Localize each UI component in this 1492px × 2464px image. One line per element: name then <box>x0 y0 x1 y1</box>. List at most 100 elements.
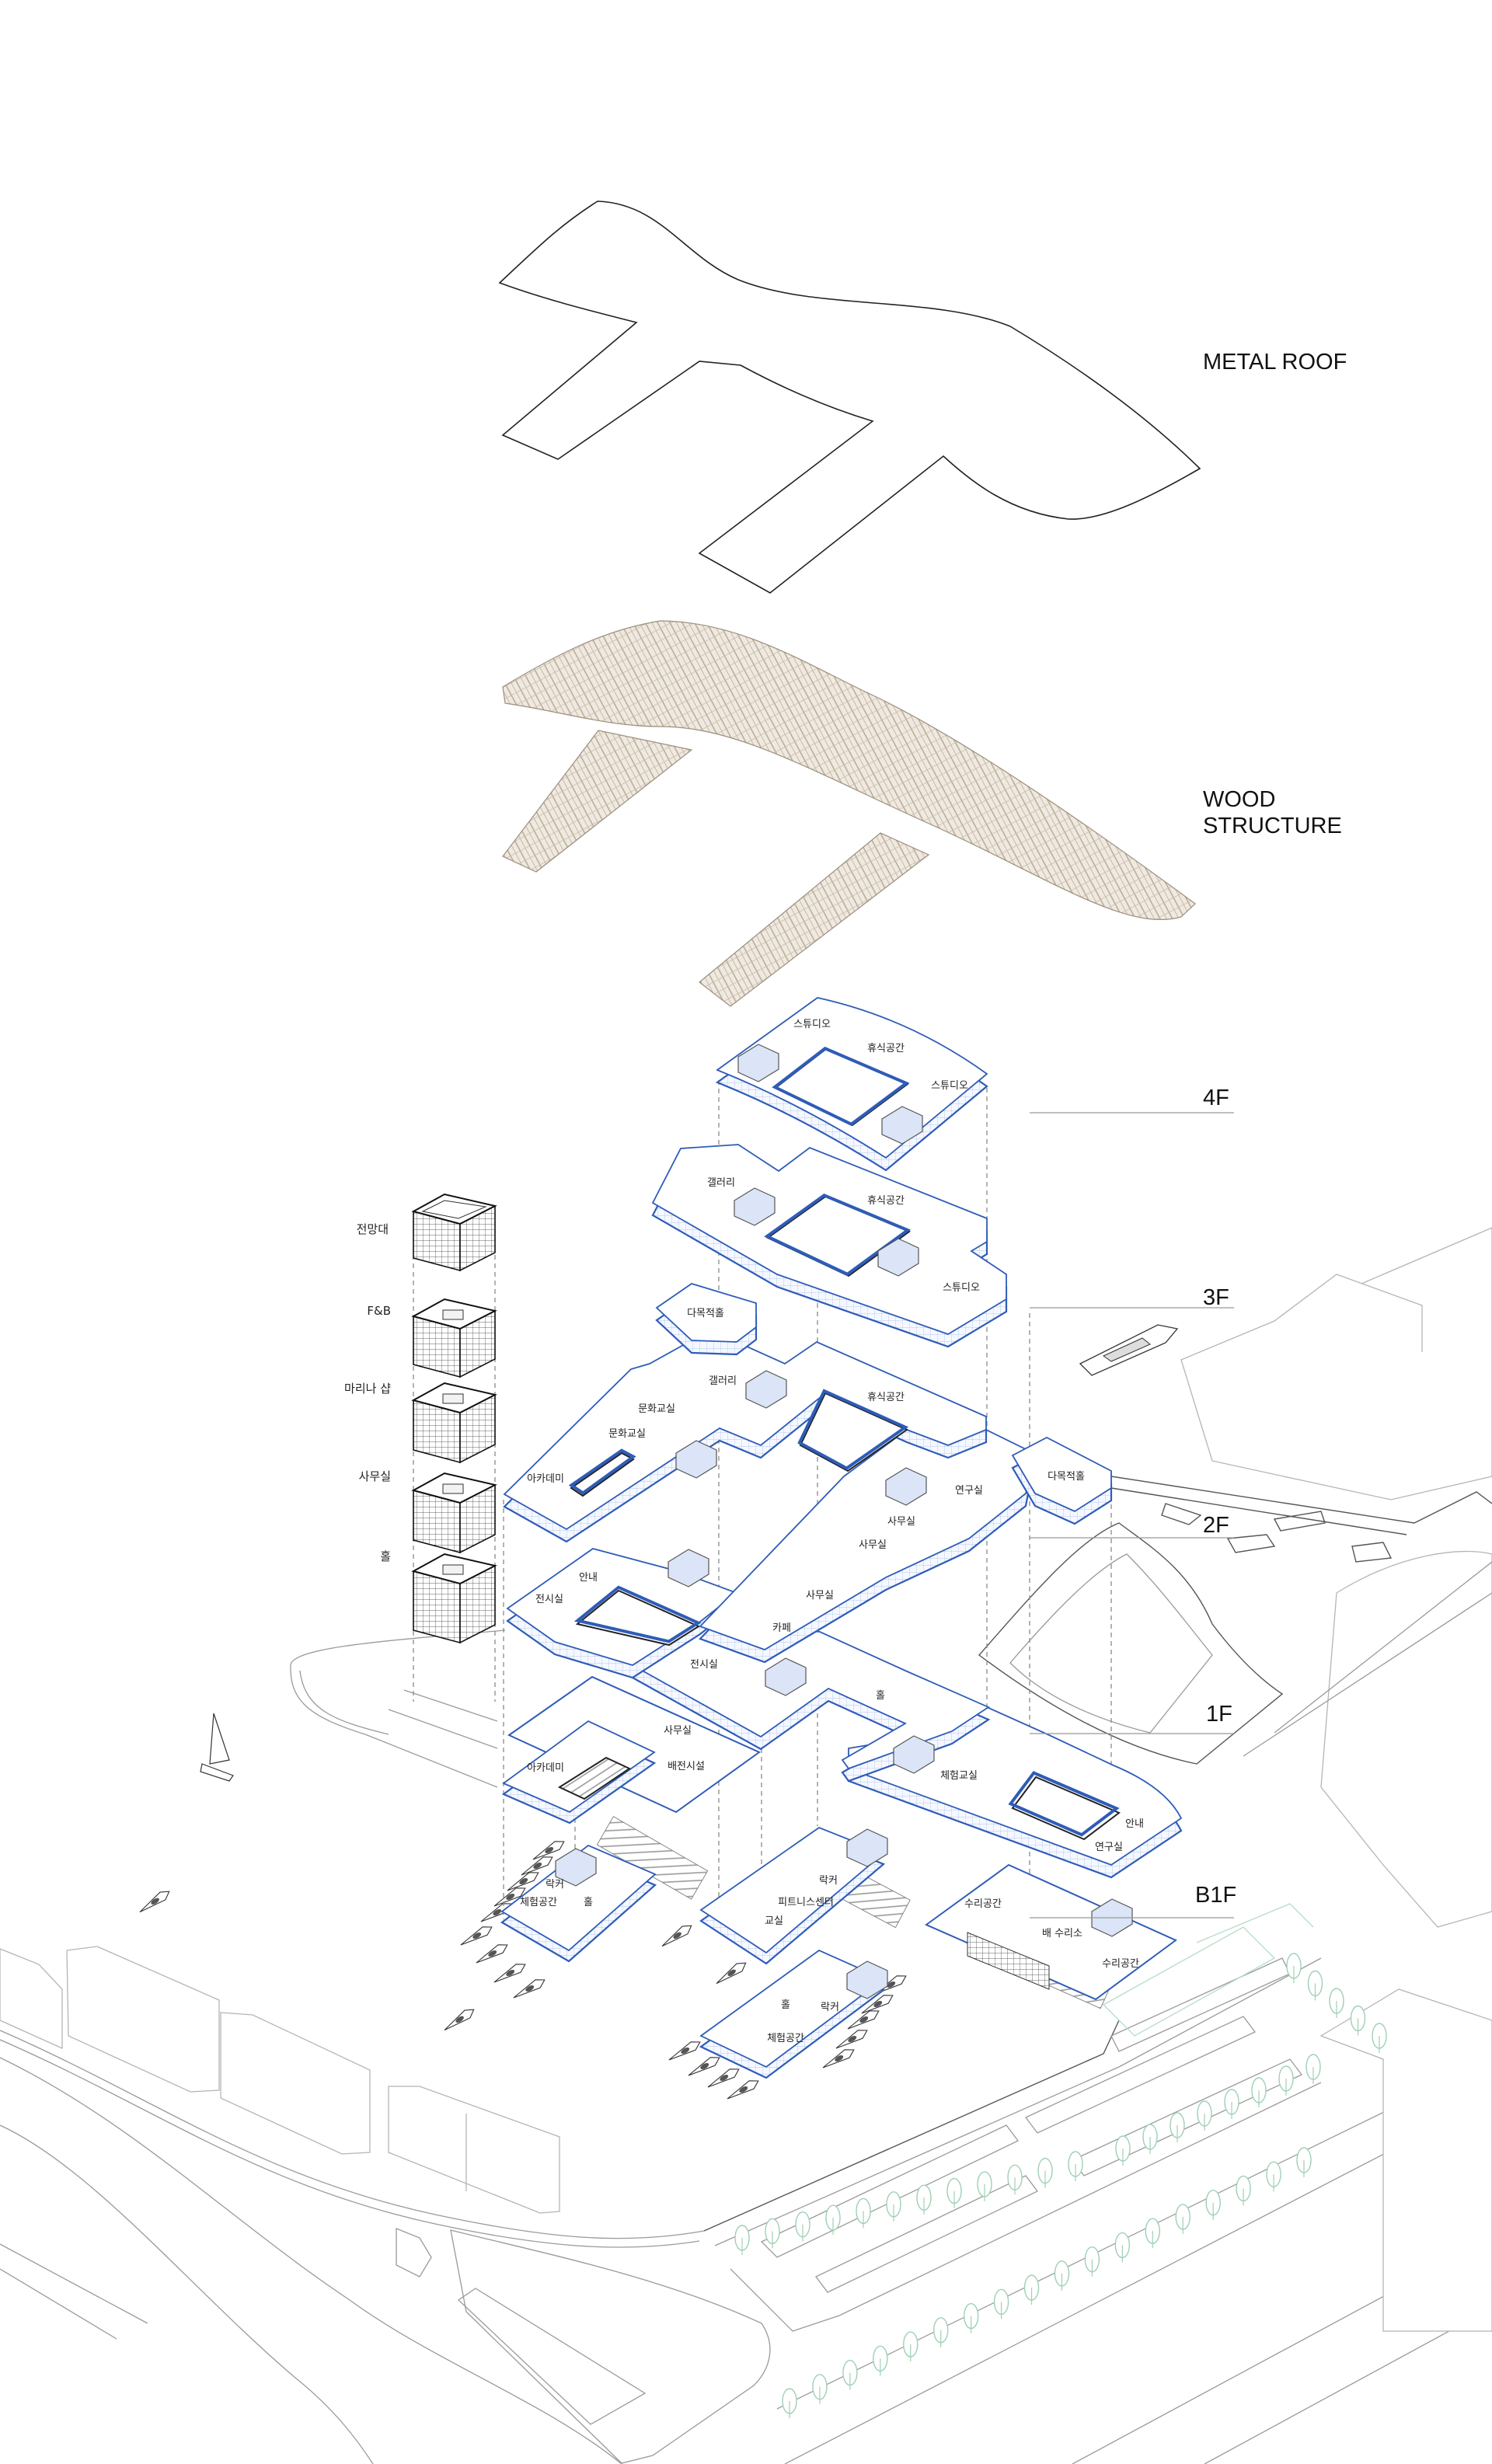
stair-core <box>668 1549 709 1587</box>
stair-void <box>557 1756 632 1800</box>
stair-core <box>846 1828 888 1867</box>
boat-cabin <box>545 1847 554 1853</box>
room-labels-b1f: 락커 체험공간 홀 락커 피트니스센터 교실 홀 락커 체험공간 수리공간 배 … <box>520 1875 1139 2044</box>
boat-icon <box>532 1841 565 1860</box>
boat-icon <box>513 1979 546 1999</box>
room-label: 배 수리소 <box>1042 1928 1082 1939</box>
boat-icon <box>661 1925 692 1947</box>
boat-cabin <box>506 1894 515 1900</box>
floor-labels: 4F 3F 2F 1F B1F <box>1030 1086 1236 1919</box>
courtyard-void <box>570 1452 635 1497</box>
room-label: 체험교실 <box>940 1770 978 1782</box>
boat-cabin <box>488 1950 497 1957</box>
boat-icon <box>493 1887 526 1907</box>
room-label: 체험공간 <box>520 1897 557 1908</box>
boat-icon <box>822 2049 855 2068</box>
room-label: 다목적홀 <box>687 1308 724 1319</box>
boat-cabin <box>681 2048 690 2054</box>
boat-cabin <box>700 2063 709 2069</box>
stair-core <box>745 1370 787 1409</box>
room-label: 락커 <box>546 1879 564 1891</box>
room-label: 홀 <box>584 1897 593 1908</box>
room-label: 다목적홀 <box>1048 1471 1085 1483</box>
room-label: 사무실 <box>806 1590 834 1601</box>
floor-label-b1f: B1F <box>1195 1883 1236 1908</box>
stair-core <box>846 1960 888 1999</box>
boat-icon <box>688 2057 720 2076</box>
core-plan-icon <box>442 1483 464 1494</box>
room-label: 수리공간 <box>1102 1958 1139 1970</box>
boat-icon <box>476 1944 508 1964</box>
room-label: 스튜디오 <box>943 1282 980 1294</box>
program-cube <box>411 1553 497 1644</box>
tree-rows <box>734 1953 1387 2418</box>
repair-shop-screen <box>967 1932 1050 1990</box>
room-label: 휴식공간 <box>867 1043 905 1054</box>
marina-building <box>978 1522 1284 1765</box>
courtyard-edge <box>797 1389 909 1470</box>
boat-cabin <box>151 1898 159 1905</box>
room-label: 전시실 <box>690 1659 718 1671</box>
waterfront-buildings <box>0 1946 560 2214</box>
room-label: 문화교실 <box>638 1403 675 1415</box>
core-plan-icon <box>442 1309 464 1320</box>
1f-west-courtyard <box>573 1585 702 1647</box>
program-cube <box>411 1298 497 1378</box>
room-label: 연구실 <box>1095 1842 1123 1853</box>
sailboat-icon <box>200 1713 234 1782</box>
boat-icon <box>847 2010 880 2030</box>
boulevard-edge <box>703 2020 1120 2232</box>
boat-cabin <box>835 2055 844 2061</box>
4f-courtyard <box>772 1046 910 1127</box>
courtyard-void <box>575 1589 701 1647</box>
plate-floor <box>503 1340 987 1531</box>
hillside-buildings <box>1180 1227 1492 2332</box>
kiosk <box>396 2228 432 2278</box>
legend-label-marina-shop: 마리나 샵 <box>344 1382 391 1396</box>
stair-core <box>737 1044 779 1082</box>
room-label: 전시실 <box>535 1594 563 1605</box>
courtyard-void <box>1011 1776 1121 1841</box>
boat-cabin <box>727 1969 736 1977</box>
wood-grid-wing <box>699 832 930 1007</box>
2f-main-wing <box>503 1340 988 1543</box>
room-labels-3f: 갤러리 휴식공간 스튜디오 <box>707 1177 980 1294</box>
boat-icon <box>861 1995 894 2014</box>
room-label: 갤러리 <box>709 1375 737 1387</box>
parking-islands <box>760 1957 1303 2293</box>
plaza <box>450 2229 771 2464</box>
room-label: 홀 <box>781 1999 790 2011</box>
boat-cabin <box>873 2001 883 2007</box>
legend-label-office: 사무실 <box>359 1469 391 1483</box>
boat-cabin <box>848 2036 857 2042</box>
wood-structure-label-line2: STRUCTURE <box>1203 814 1342 838</box>
program-cube <box>411 1193 497 1272</box>
2f-west-void <box>568 1448 636 1497</box>
boat-icon <box>444 2009 475 2031</box>
courtyard-edge <box>573 1585 702 1643</box>
stair-core <box>877 1238 919 1277</box>
boat-cabin <box>859 2016 869 2023</box>
boat-icon <box>493 1964 526 1983</box>
program-cube <box>411 1382 497 1464</box>
wood-grid-wing <box>502 730 693 873</box>
metal-roof <box>498 200 1201 594</box>
stair-core <box>555 1848 597 1887</box>
program-cube <box>411 1472 497 1554</box>
wood-structure-label-line1: WOOD <box>1203 787 1275 812</box>
room-label: 아카데미 <box>527 1762 564 1774</box>
wood-grid-main <box>502 620 1196 921</box>
legend-label-fnb: F&B <box>367 1304 391 1318</box>
room-labels-1f: 안내 전시실 카페 사무실 전시실 홀 사무실 아카데미 배전시설 체험교실 안… <box>527 1572 1144 1853</box>
program-stack <box>411 1193 497 1644</box>
core-plan-icon <box>442 1564 464 1575</box>
2f-multipurpose-hall-east <box>1011 1436 1113 1525</box>
boat-cabin <box>720 2075 729 2081</box>
boat-icon <box>139 1891 170 1913</box>
green-lot <box>1102 1903 1314 2037</box>
boat-cabin <box>673 1932 682 1939</box>
room-label: 아카데미 <box>527 1473 564 1485</box>
boat-icon <box>668 2041 701 2061</box>
boat-cabin <box>533 1863 542 1869</box>
